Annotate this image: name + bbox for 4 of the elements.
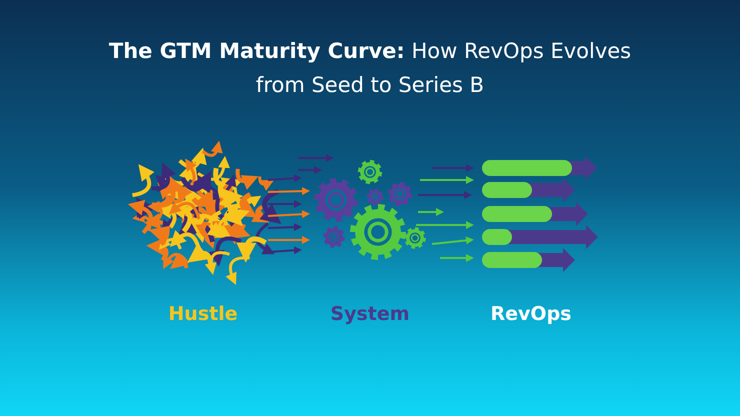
hustle-label: Hustle xyxy=(168,303,238,325)
system-label: System xyxy=(330,303,410,325)
title: The GTM Maturity Curve: How RevOps Evolves from Seed to Series B xyxy=(108,38,632,99)
revops-label: RevOps xyxy=(490,303,572,325)
